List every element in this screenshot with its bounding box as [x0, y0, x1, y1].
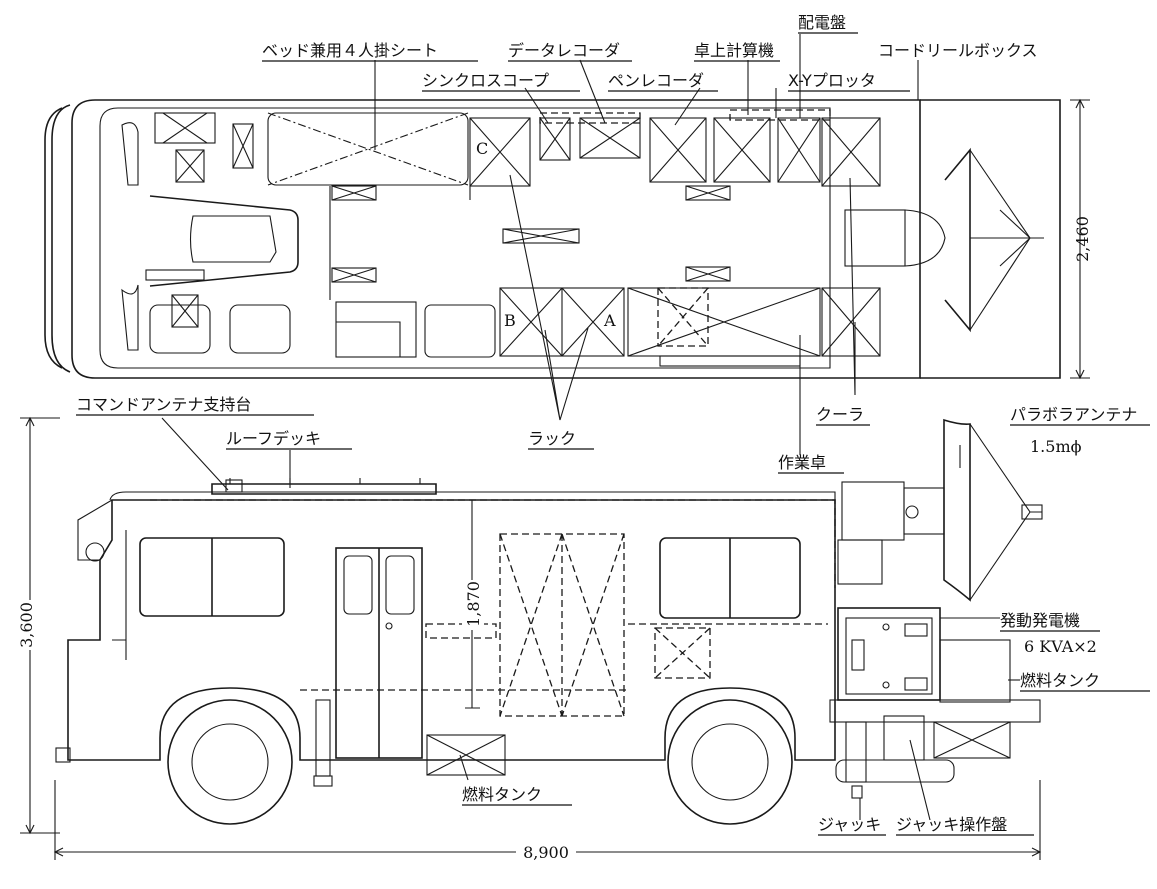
- dim-interior-height: 1,870: [464, 581, 483, 627]
- label-bed-seat: ベッド兼用４人掛シート: [262, 41, 438, 60]
- label-pen-recorder: ペンレコーダ: [608, 71, 704, 90]
- label-desk-calculator: 卓上計算機: [694, 41, 774, 60]
- labels: ベッド兼用４人掛シート データレコーダ 配電盤 卓上計算機 コードリールボックス…: [76, 13, 1150, 836]
- label-switchboard: 配電盤: [798, 13, 846, 32]
- dim-width: 2,460: [1073, 216, 1092, 262]
- label-jack: ジャッキ: [818, 815, 881, 834]
- label-fuel-tank-bottom: 燃料タンク: [462, 785, 542, 804]
- top-view: [44, 98, 1090, 380]
- rack-label-a: A: [603, 311, 616, 330]
- dim-length: 8,900: [523, 843, 569, 862]
- label-data-recorder: データレコーダ: [508, 41, 620, 60]
- rack-label-b: B: [504, 311, 516, 330]
- label-jack-panel: ジャッキ操作盤: [896, 815, 1007, 834]
- label-command-antenna-mount: コマンドアンテナ支持台: [76, 395, 251, 414]
- dim-height: 3,600: [17, 602, 36, 648]
- label-xy-plotter: X-Yプロッタ: [788, 71, 876, 90]
- label-synchroscope: シンクロスコープ: [422, 71, 549, 90]
- label-generator: 発動発電機: [1000, 611, 1080, 630]
- label-parabola-size: 1.5mϕ: [1030, 437, 1082, 456]
- label-cooler: クーラ: [816, 405, 864, 424]
- dimensions: 2,460 3,600 1,870 8,900: [16, 216, 1092, 862]
- label-workbench: 作業卓: [778, 453, 826, 472]
- label-parabola-antenna: パラボラアンテナ: [1010, 405, 1137, 424]
- rack-label-c: C: [476, 139, 488, 158]
- label-cord-reel-box: コードリールボックス: [878, 41, 1038, 60]
- leader-lines: [161, 34, 1020, 821]
- label-fuel-tank-right: 燃料タンク: [1020, 671, 1100, 690]
- label-generator-spec: 6 KVA×2: [1024, 637, 1097, 656]
- label-roof-deck: ルーフデッキ: [226, 429, 321, 448]
- side-view: [20, 416, 1043, 860]
- label-rack: ラック: [528, 429, 576, 448]
